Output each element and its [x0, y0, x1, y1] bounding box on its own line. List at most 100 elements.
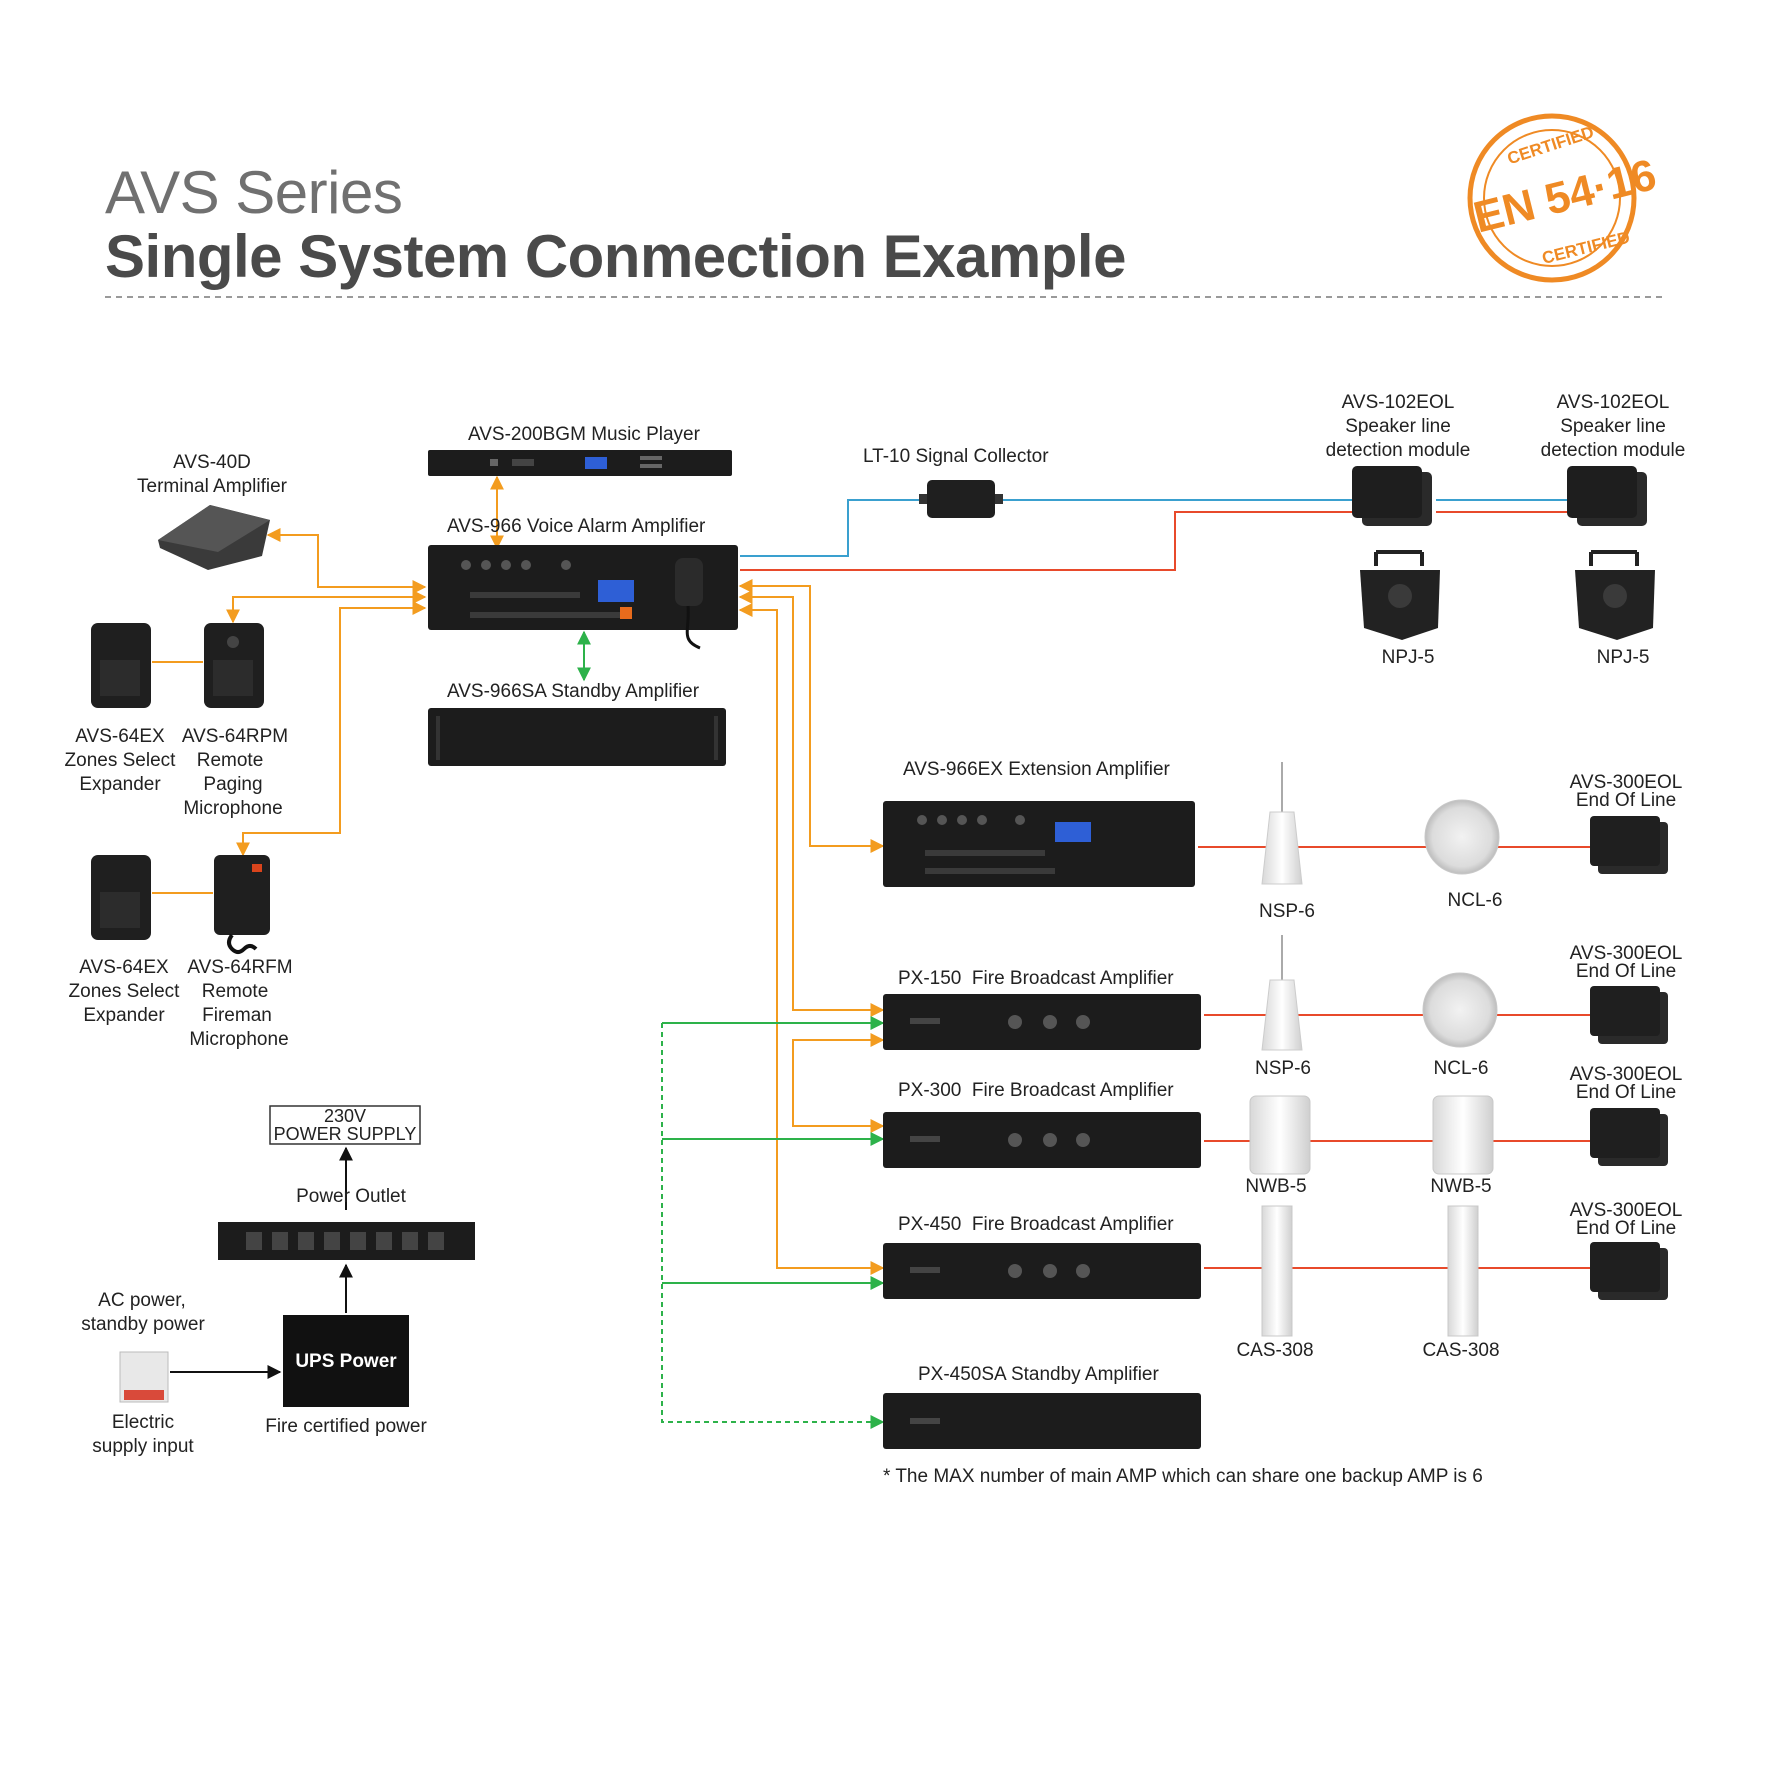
eol300-4-label: AVS-300EOL End Of Line	[1570, 1200, 1683, 1239]
svg-text:Speaker line: Speaker line	[1345, 416, 1451, 437]
orange-line-ext	[738, 579, 885, 853]
standby-amp-label: AVS-966SA Standby Amplifier	[447, 681, 700, 702]
nwb-speaker-1-device	[1249, 1095, 1311, 1175]
npj-speaker-2-device	[1575, 550, 1655, 640]
svg-text:Speaker line: Speaker line	[1560, 416, 1666, 437]
expander-1-label: AVS-64EX Zones Select Expander	[65, 726, 177, 795]
eol300-2-label: AVS-300EOL End Of Line	[1570, 943, 1683, 982]
nwb-1-label: NWB-5	[1245, 1176, 1306, 1197]
svg-text:Zones Select: Zones Select	[69, 981, 181, 1002]
svg-text:detection module: detection module	[1326, 440, 1471, 461]
ext-amp-label: AVS-966EX Extension Amplifier	[903, 759, 1171, 780]
ups-power-box	[283, 1315, 409, 1407]
eol300-1-label: AVS-300EOL End Of Line	[1570, 772, 1683, 811]
px450sa-device	[883, 1393, 1201, 1449]
px450-device	[883, 1243, 1201, 1299]
power-outlet-device	[218, 1222, 475, 1260]
orange-line-rfm	[236, 601, 427, 857]
power-outlet-label: Power Outlet	[296, 1186, 407, 1207]
svg-text:230V: 230V	[324, 1106, 366, 1126]
svg-text:Remote: Remote	[197, 750, 264, 771]
rfm-label: AVS-64RFM Remote Fireman Microphone	[187, 957, 292, 1050]
signal-collector-label: LT-10 Signal Collector	[863, 446, 1049, 467]
eol300-3-device	[1590, 1108, 1668, 1166]
px300-device	[883, 1112, 1201, 1168]
extension-amplifier-device	[883, 801, 1195, 887]
svg-text:Fireman: Fireman	[202, 1005, 272, 1026]
eol300-3-label: AVS-300EOL End Of Line	[1570, 1064, 1683, 1103]
svg-text:Expander: Expander	[83, 1005, 165, 1026]
voice-alarm-amplifier-device	[428, 545, 738, 650]
expander-2-label: AVS-64EX Zones Select Expander	[69, 957, 181, 1026]
svg-text:Microphone: Microphone	[189, 1029, 288, 1050]
cas-1-label: CAS-308	[1236, 1340, 1313, 1361]
svg-text:AVS-64EX: AVS-64EX	[79, 957, 169, 978]
svg-text:AVS-102EOL: AVS-102EOL	[1557, 392, 1670, 413]
expander-1-device	[91, 623, 151, 708]
series-title: AVS Series	[105, 159, 403, 226]
eol300-1-device	[1590, 816, 1668, 874]
svg-text:AVS-300EOL: AVS-300EOL	[1570, 1064, 1683, 1085]
badge-bottom-text: CERTIFIED	[1540, 228, 1632, 268]
px150-label: PX-150 Fire Broadcast Amplifier	[898, 968, 1174, 989]
px150-device	[883, 994, 1201, 1050]
orange-line-px150	[738, 590, 885, 1017]
terminal-amplifier-device	[158, 505, 270, 570]
ac-power-label: AC power, standby power	[81, 1290, 205, 1335]
voice-alarm-label: AVS-966 Voice Alarm Amplifier	[447, 516, 706, 537]
svg-text:Microphone: Microphone	[183, 798, 282, 819]
expander-2-device	[91, 855, 151, 940]
orange-line-40d	[266, 528, 427, 594]
svg-text:End Of Line: End Of Line	[1576, 1082, 1676, 1103]
svg-text:POWER SUPPLY: POWER SUPPLY	[274, 1124, 417, 1144]
ups-label: UPS Power	[295, 1351, 397, 1372]
rpm-device	[204, 623, 264, 708]
nsp-speaker-2-device	[1261, 935, 1303, 1051]
signal-collector-device	[919, 480, 1003, 518]
nsp-1-label: NSP-6	[1259, 901, 1315, 922]
power-supply-label: 230V POWER SUPPLY	[274, 1106, 417, 1144]
terminal-amp-label: AVS-40D Terminal Amplifier	[137, 452, 288, 497]
px450sa-label: PX-450SA Standby Amplifier	[918, 1364, 1159, 1385]
cas-speaker-2-device	[1447, 1205, 1479, 1337]
svg-text:Paging: Paging	[203, 774, 262, 795]
eol300-4-device	[1590, 1242, 1668, 1300]
nsp-2-label: NSP-6	[1255, 1058, 1311, 1079]
svg-text:AVS-64RPM: AVS-64RPM	[182, 726, 288, 747]
npj-1-label: NPJ-5	[1382, 647, 1435, 668]
eol300-2-device	[1590, 986, 1668, 1044]
svg-text:End Of Line: End Of Line	[1576, 1218, 1676, 1239]
ncl-speaker-2-device	[1422, 972, 1498, 1048]
svg-text:AVS-300EOL: AVS-300EOL	[1570, 772, 1683, 793]
nwb-speaker-2-device	[1432, 1095, 1494, 1175]
nsp-speaker-1-device	[1261, 762, 1303, 885]
npj-speaker-1-device	[1360, 550, 1440, 640]
svg-text:AVS-40D: AVS-40D	[173, 452, 251, 473]
svg-text:Electric: Electric	[112, 1412, 174, 1433]
svg-text:standby power: standby power	[81, 1314, 205, 1335]
footnote: * The MAX number of main AMP which can s…	[883, 1466, 1483, 1487]
svg-text:Remote: Remote	[202, 981, 269, 1002]
svg-text:End Of Line: End Of Line	[1576, 790, 1676, 811]
px450-label: PX-450 Fire Broadcast Amplifier	[898, 1214, 1174, 1235]
ups-caption: Fire certified power	[265, 1416, 427, 1437]
orange-line-rpm	[226, 590, 427, 624]
svg-text:Expander: Expander	[79, 774, 161, 795]
npj-2-label: NPJ-5	[1597, 647, 1650, 668]
rpm-label: AVS-64RPM Remote Paging Microphone	[182, 726, 288, 819]
electric-supply-label: Electric supply input	[92, 1412, 194, 1457]
nwb-2-label: NWB-5	[1430, 1176, 1491, 1197]
svg-text:Zones Select: Zones Select	[65, 750, 177, 771]
svg-text:Terminal Amplifier: Terminal Amplifier	[137, 476, 288, 497]
eol-module-2-label: AVS-102EOL Speaker line detection module	[1541, 392, 1686, 461]
eol-module-1-label: AVS-102EOL Speaker line detection module	[1326, 392, 1471, 461]
ncl-speaker-1-device	[1424, 799, 1500, 875]
music-player-label: AVS-200BGM Music Player	[468, 424, 701, 445]
rfm-device	[214, 855, 270, 954]
red-speaker-line	[740, 511, 1360, 571]
green-dashed-standby	[661, 1023, 885, 1429]
power-supply-box	[269, 1105, 421, 1145]
circuit-breaker-device	[119, 1351, 169, 1403]
